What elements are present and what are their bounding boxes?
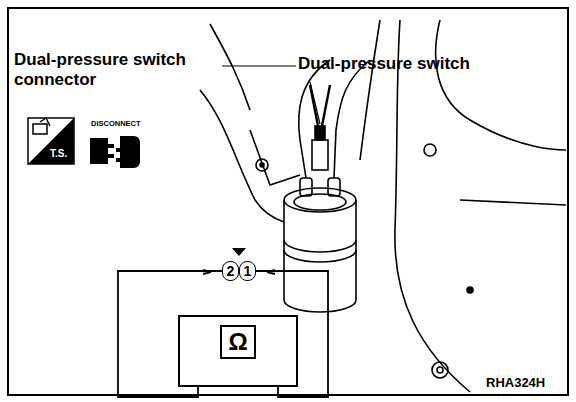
trouble-shooting-icon bbox=[28, 118, 74, 164]
frame bbox=[8, 8, 568, 395]
ohm-symbol: Ω bbox=[220, 325, 255, 359]
icon-label: T.S. bbox=[50, 148, 67, 160]
connector-pin: 2 bbox=[222, 261, 239, 281]
part-name: Dual-pressure switch connector bbox=[14, 50, 199, 89]
icon-label: DISCONNECT bbox=[91, 120, 141, 129]
connector-mark bbox=[232, 248, 246, 256]
connector-pin: 1 bbox=[239, 261, 256, 281]
disconnect-icon bbox=[90, 136, 140, 168]
figure-id: RHA324H bbox=[486, 376, 545, 391]
ohmmeter: Ω bbox=[178, 315, 298, 387]
receiver-drier bbox=[200, 20, 566, 392]
pin-number: 1 bbox=[244, 263, 252, 279]
leader-line bbox=[222, 66, 320, 124]
part-name: Dual-pressure switch bbox=[298, 54, 470, 74]
pin-number: 2 bbox=[227, 263, 235, 279]
